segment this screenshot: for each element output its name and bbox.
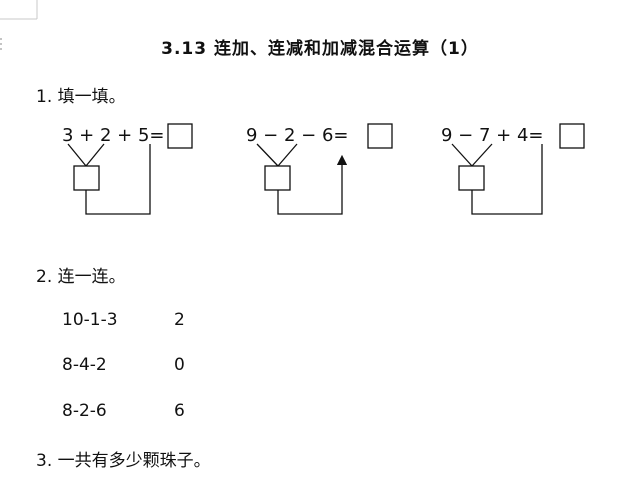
section-2-heading: 2. 连一连。 [36, 267, 126, 287]
problem-2-expression: 9 − 2 − 6= [246, 125, 349, 146]
problem-2-intermediate-box[interactable] [264, 165, 291, 191]
problem-2-diagram [256, 123, 393, 215]
link-left-item[interactable]: 8-2-6 [62, 401, 107, 421]
link-right-item[interactable]: 2 [174, 310, 185, 330]
problem-3-diagram [451, 123, 585, 215]
problem-3-intermediate-box[interactable] [458, 165, 485, 191]
page-corner-mark [0, 0, 38, 20]
fill-in-diagrams [67, 123, 585, 215]
problem-1-answer-box[interactable] [167, 123, 193, 149]
problem-1-diagram [67, 123, 193, 215]
link-right-item[interactable]: 0 [174, 355, 185, 375]
problem-2-answer-box[interactable] [367, 123, 393, 149]
problem-1-intermediate-box[interactable] [73, 165, 100, 191]
section-1-heading: 1. 填一填。 [36, 87, 126, 107]
margin-mark [0, 38, 2, 50]
link-right-item[interactable]: 6 [174, 401, 185, 421]
link-left-item[interactable]: 8-4-2 [62, 355, 107, 375]
problem-3-answer-box[interactable] [559, 123, 585, 149]
problem-3-expression: 9 − 7 + 4= [441, 125, 544, 146]
link-left-item[interactable]: 10-1-3 [62, 310, 118, 330]
page-title: 3.13 连加、连减和加减混合运算（1） [161, 39, 479, 59]
section-3-heading: 3. 一共有多少颗珠子。 [36, 451, 211, 471]
problem-1-expression: 3 + 2 + 5= [62, 125, 165, 146]
